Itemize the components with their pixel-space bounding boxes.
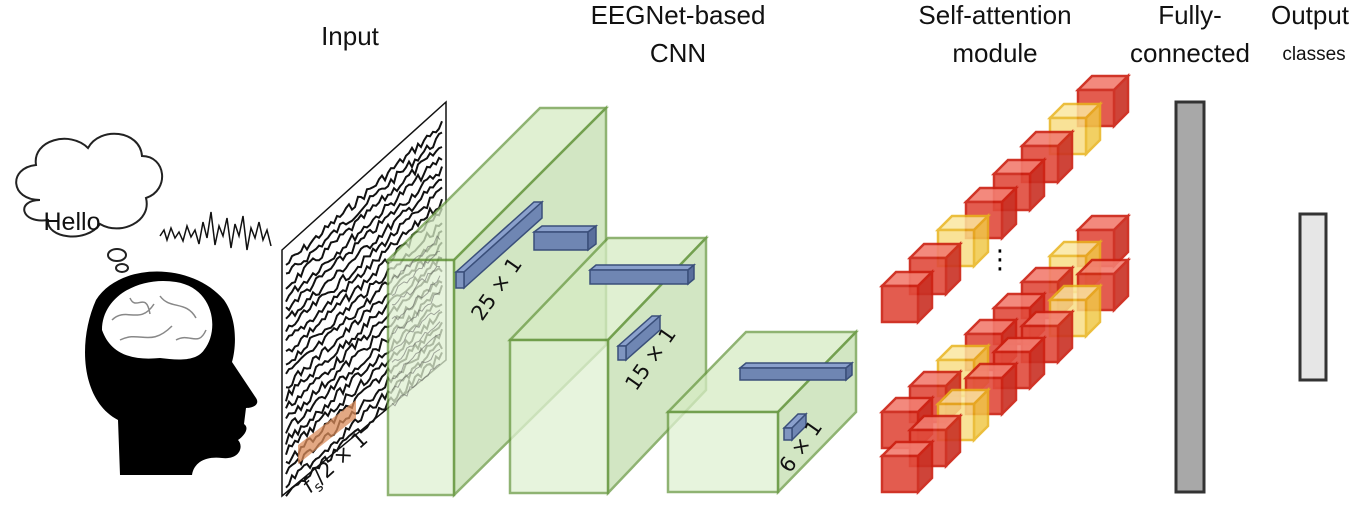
- cnn-block-2: [507, 234, 709, 497]
- kernel-output-3: [737, 361, 855, 382]
- output-layer: [1298, 212, 1328, 382]
- cnn-label-line1: EEGNet-based: [591, 0, 766, 30]
- attention-cube: [934, 386, 992, 444]
- ellipsis-dots: ⋮: [987, 245, 1013, 275]
- cnn-block-1: [384, 104, 610, 498]
- eeg-trace-icon: [159, 211, 272, 251]
- head-with-brain-icon: [85, 271, 258, 475]
- fully-connected-layer: [1174, 100, 1206, 494]
- thought-text: Hello: [44, 208, 101, 236]
- output-label-line1: Output: [1271, 0, 1350, 30]
- fc-label-line1: Fully-: [1158, 0, 1222, 30]
- kernel-25x1: [454, 200, 544, 290]
- kernel-6x1: [782, 412, 808, 442]
- attention-cube: [1074, 72, 1132, 130]
- cnn-label-line2: CNN: [650, 38, 706, 68]
- output-label-line2: classes: [1282, 44, 1345, 65]
- attention-cubes-row-bottom: [878, 212, 1132, 496]
- fc-label-line2: connected: [1130, 38, 1250, 68]
- kernel-output-1: [531, 224, 599, 252]
- input-label: Input: [321, 21, 380, 51]
- signal-patch: [298, 400, 356, 464]
- attention-cube: [878, 438, 936, 496]
- thought-bubble: Hello: [15, 132, 163, 273]
- kernel-output-2: [587, 263, 697, 286]
- attention-label-line1: Self-attention: [918, 0, 1071, 30]
- attention-cube: [878, 268, 936, 326]
- kernel-15x1: [616, 314, 662, 362]
- attention-label-line2: module: [952, 38, 1037, 68]
- attention-cubes-row-top: [878, 72, 1132, 326]
